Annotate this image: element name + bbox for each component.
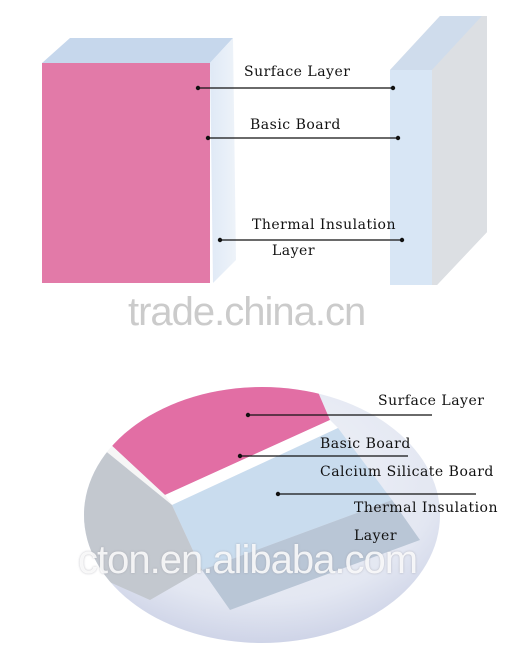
bottom-basic-board bbox=[92, 430, 172, 505]
bottom-basic-board-right bbox=[165, 420, 338, 505]
watermark-bottom: cton.en.alibaba.com bbox=[78, 538, 418, 582]
top-leader-dots bbox=[195, 85, 405, 243]
bottom-label-thermal-insulation-line1: Thermal Insulation bbox=[354, 500, 499, 516]
bottom-label-thermal-insulation-line2: Layer bbox=[354, 528, 398, 544]
bottom-leader-lines bbox=[240, 414, 476, 495]
bottom-thermal-insulation-right bbox=[202, 500, 420, 610]
top-left-board-top-edge bbox=[42, 38, 233, 63]
top-label-basic-board: Basic Board bbox=[250, 117, 341, 133]
top-right-panel-insulation-layer bbox=[432, 16, 487, 285]
bottom-thermal-insulation-left bbox=[84, 440, 202, 600]
top-right-panel-top-edge bbox=[390, 16, 482, 70]
watermark-top: trade.china.cn bbox=[128, 290, 366, 334]
top-label-thermal-insulation-line1: Thermal Insulation bbox=[252, 217, 397, 233]
bottom-label-calcium-silicate-board: Calcium Silicate Board bbox=[320, 464, 494, 480]
bottom-surface-layer bbox=[84, 387, 330, 495]
bottom-label-basic-board: Basic Board bbox=[320, 436, 411, 452]
top-leader-lines bbox=[198, 87, 402, 241]
top-left-board bbox=[42, 38, 236, 283]
bottom-calcium-silicate-board bbox=[172, 428, 392, 570]
top-right-panel-front-layer bbox=[390, 70, 432, 285]
bottom-leader-dots bbox=[237, 412, 281, 497]
top-label-surface-layer: Surface Layer bbox=[244, 64, 351, 80]
top-label-thermal-insulation-line2: Layer bbox=[272, 243, 316, 259]
bottom-magnifier bbox=[84, 387, 440, 643]
top-right-panel bbox=[390, 16, 487, 285]
bottom-label-surface-layer: Surface Layer bbox=[378, 393, 485, 409]
top-left-board-side-edge bbox=[210, 38, 236, 283]
surface-layer-face bbox=[42, 63, 210, 283]
